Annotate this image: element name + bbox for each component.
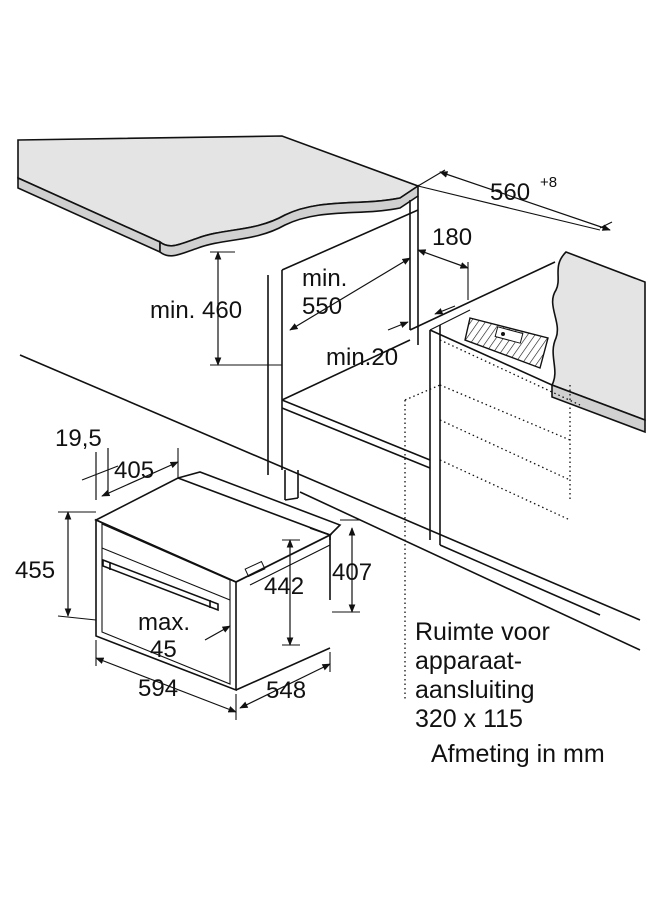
label-548: 548 (266, 677, 306, 704)
cabinet-niche (19, 185, 641, 651)
label-19-5: 19,5 (55, 425, 102, 452)
oven-outline-dotted (404, 339, 581, 700)
label-min-20: min.20 (326, 344, 398, 371)
label-560: 560 (490, 179, 530, 206)
connection-area (464, 317, 549, 369)
label-407: 407 (332, 559, 372, 586)
label-455: 455 (15, 557, 55, 584)
label-min-550-b: 550 (302, 293, 342, 320)
label-560-tolerance: +8 (540, 174, 557, 191)
label-405: 405 (114, 457, 154, 484)
notes: Ruimte voor apparaat- aansluiting 320 x … (415, 618, 605, 768)
dimension-lines (57, 169, 613, 720)
unit-note: Afmeting in mm (431, 740, 605, 768)
dimension-labels: 560 +8 180 min. 460 min. 550 min.20 19,5… (15, 174, 557, 704)
label-594: 594 (138, 675, 178, 702)
label-max-45-a: max. (138, 609, 190, 636)
note-line-1: Ruimte voor (415, 618, 550, 646)
countertop-right (550, 251, 646, 434)
label-442: 442 (264, 573, 304, 600)
note-line-3: aansluiting (415, 676, 535, 704)
note-line-4: 320 x 115 (415, 705, 523, 733)
label-min-460: min. 460 (150, 297, 242, 324)
label-min-550-a: min. (302, 265, 347, 292)
note-line-2: apparaat- (415, 647, 522, 675)
label-max-45-b: 45 (150, 636, 177, 663)
label-180: 180 (432, 224, 472, 251)
countertop-left (17, 135, 420, 257)
